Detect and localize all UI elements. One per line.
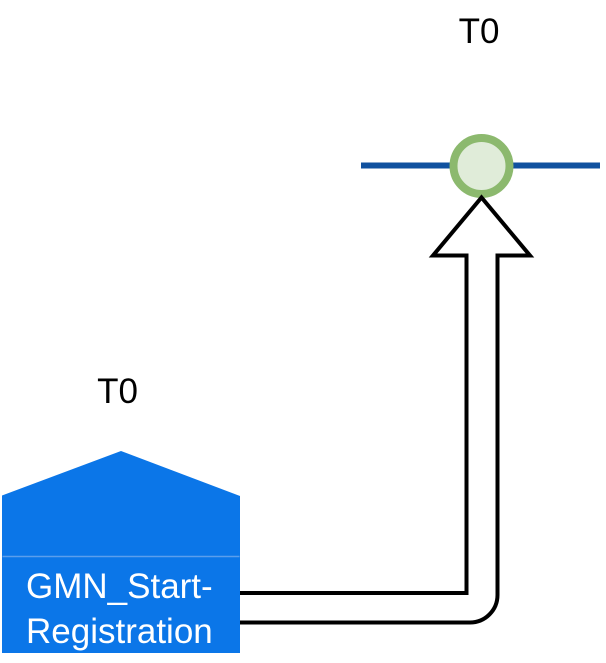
- task-name-line2: Registration: [26, 612, 213, 651]
- task-house-shape: [2, 451, 240, 653]
- bent-up-arrow-outline: [236, 194, 535, 625]
- task-t0-label: T0: [97, 372, 138, 411]
- task-name-line1: GMN_Start-: [26, 567, 213, 606]
- timeline-t0-label: T0: [459, 12, 500, 51]
- bent-up-arrow-body: [236, 197, 530, 623]
- milestone-event-circle: [449, 134, 514, 198]
